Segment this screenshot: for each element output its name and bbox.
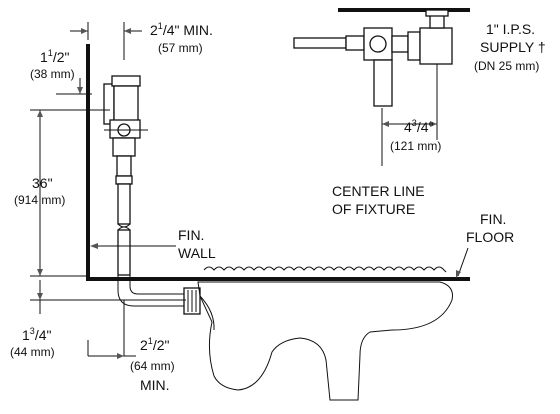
- supply-label-2: SUPPLY †: [480, 39, 546, 55]
- fin-floor-label-1: FIN.: [480, 211, 506, 227]
- fin-floor-label-2: FLOOR: [466, 229, 514, 245]
- vent-offset-label: 11/2": [40, 48, 69, 65]
- centerline-label-1: CENTER LINE: [332, 183, 425, 199]
- offset-dim-mm: (121 mm): [390, 139, 441, 153]
- supply-label-1: 1" I.P.S.: [486, 21, 535, 37]
- vent-offset-mm: (38 mm): [30, 67, 75, 81]
- top-dim-mm: (57 mm): [158, 41, 203, 55]
- centerline-label-2: OF FIXTURE: [332, 201, 415, 217]
- height-dim-mm: (914 mm): [14, 193, 65, 207]
- wall-offset-min: MIN.: [140, 377, 170, 393]
- flush-valve-top: [293, 9, 453, 107]
- supply-label-3: (DN 25 mm): [474, 59, 539, 73]
- flush-tube-elbow: [117, 275, 186, 307]
- height-dim-label: 36": [32, 175, 53, 191]
- fin-wall-label-2: WALL: [178, 245, 216, 261]
- spud-height-label: 13/4": [22, 326, 51, 343]
- top-dim-label: 21/4" MIN.: [150, 21, 213, 38]
- urinal-rim: [203, 266, 447, 273]
- fin-wall-label-1: FIN.: [178, 227, 204, 243]
- wall-offset-label: 21/2": [140, 336, 169, 353]
- offset-dim-label: 43/4": [404, 118, 433, 135]
- wall-offset-mm: (64 mm): [130, 359, 175, 373]
- spud-height-mm: (44 mm): [10, 345, 55, 359]
- urinal-body: [197, 281, 453, 401]
- flush-valve-side: [103, 75, 141, 276]
